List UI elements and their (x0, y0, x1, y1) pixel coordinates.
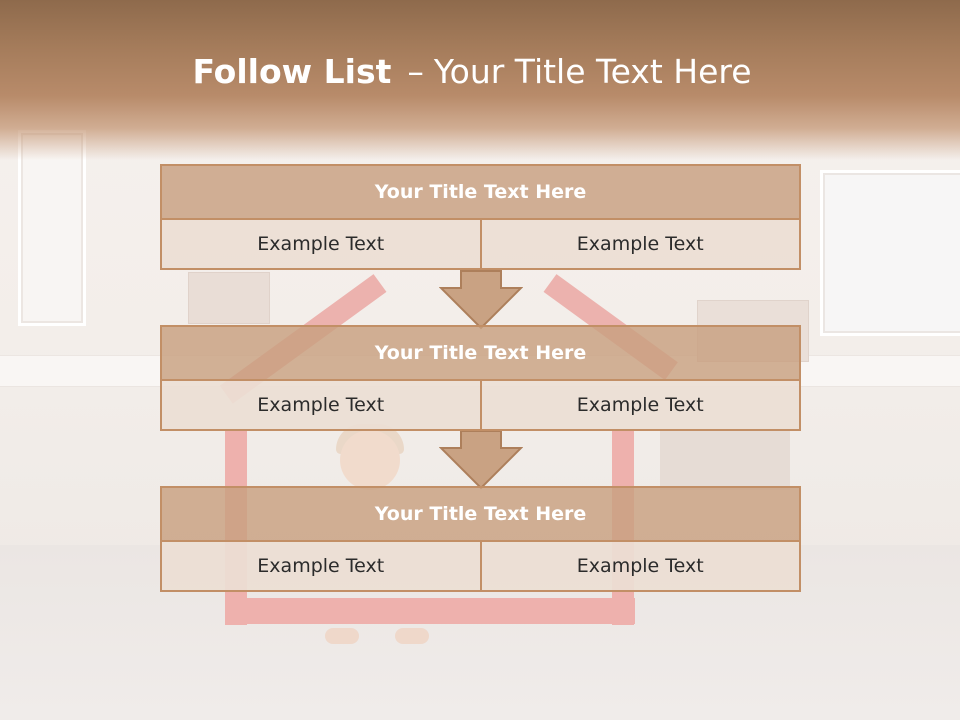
header-band (0, 0, 960, 160)
block-row: Example Text Example Text (160, 542, 801, 592)
slide-title[interactable]: Follow List–Your Title Text Here (0, 52, 944, 91)
block-title[interactable]: Your Title Text Here (160, 486, 801, 542)
slide-title-bold: Follow List (192, 52, 392, 91)
follow-list-block-1[interactable]: Your Title Text Here Example Text Exampl… (160, 164, 801, 270)
cardboard-box (660, 430, 790, 490)
child-hand (325, 628, 359, 644)
block-cell-left[interactable]: Example Text (160, 542, 482, 592)
block-cell-left[interactable]: Example Text (160, 220, 482, 270)
block-title[interactable]: Your Title Text Here (160, 325, 801, 381)
down-arrow-icon[interactable] (439, 270, 523, 330)
block-row: Example Text Example Text (160, 220, 801, 270)
slide-title-separator: – (407, 52, 424, 91)
block-title[interactable]: Your Title Text Here (160, 164, 801, 220)
toy-house-base (225, 598, 635, 624)
block-cell-left[interactable]: Example Text (160, 381, 482, 431)
child-hand (395, 628, 429, 644)
child-face (340, 430, 400, 490)
slide-title-rest: Your Title Text Here (433, 52, 752, 91)
block-cell-right[interactable]: Example Text (481, 381, 801, 431)
block-cell-right[interactable]: Example Text (481, 220, 801, 270)
window-left (18, 130, 86, 326)
block-row: Example Text Example Text (160, 381, 801, 431)
follow-list-block-2[interactable]: Your Title Text Here Example Text Exampl… (160, 325, 801, 431)
down-arrow-icon[interactable] (439, 430, 523, 490)
window-right (820, 170, 960, 336)
block-cell-right[interactable]: Example Text (481, 542, 801, 592)
cardboard-box (188, 272, 270, 324)
follow-list-block-3[interactable]: Your Title Text Here Example Text Exampl… (160, 486, 801, 592)
